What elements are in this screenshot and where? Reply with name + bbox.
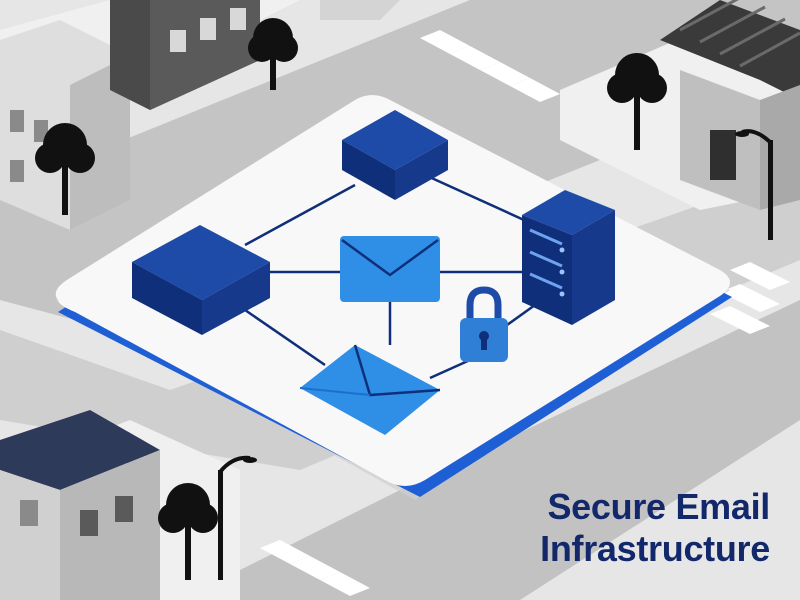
street-lamp-icon [218,455,257,580]
caption-line-1: Secure Email [547,486,770,527]
network-node-icon [342,110,448,200]
tree-icon [158,483,218,580]
caption-line-2: Infrastructure [540,528,770,569]
caption-title: Secure Email Infrastructure [540,486,770,570]
street-lamp-icon [735,129,773,240]
server-rack-icon [522,190,615,325]
crosswalk-north [420,30,560,102]
tree-icon [248,18,298,90]
padlock-icon [460,286,508,362]
building-right [660,0,800,210]
building-top-right-small [320,0,400,20]
envelope-icon [299,344,441,435]
tree-icon [607,53,667,150]
tree-icon [35,123,95,215]
network-node-icon [132,225,270,335]
envelope-icon [340,236,440,302]
crosswalk-south [260,540,370,596]
building-bottom-left [0,410,160,600]
building-top-center [110,0,260,110]
crosswalk-east [710,262,790,334]
